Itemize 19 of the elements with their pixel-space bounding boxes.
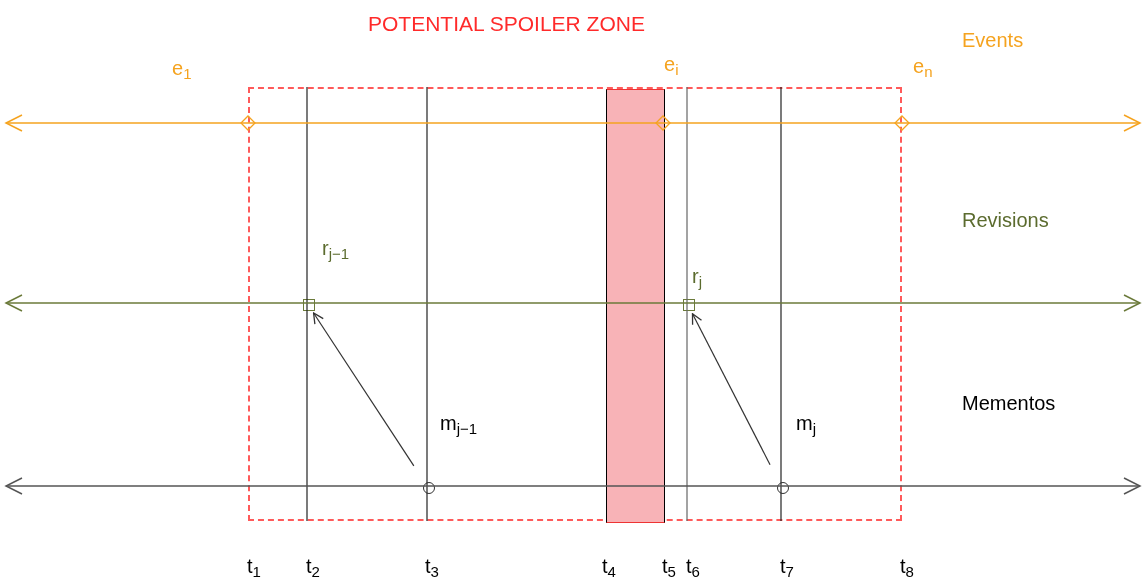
diagram-title: POTENTIAL SPOILER ZONE <box>368 11 645 37</box>
highlight-band <box>606 89 665 523</box>
point-label: e$_{1}$ <box>172 58 192 78</box>
point-label: e$_{i}$ <box>664 54 679 74</box>
point-label: t$_{1}$ <box>247 556 261 576</box>
spoiler-zone-box <box>248 87 902 521</box>
track-label: Revisions <box>962 210 1049 230</box>
point-label: t$_{4}$ <box>602 556 616 576</box>
point-label: e$_{n}$ <box>913 56 933 76</box>
arrow <box>312 312 415 467</box>
point-label: t$_{8}$ <box>900 556 914 576</box>
track-label: Mementos <box>962 393 1056 413</box>
track-label: Events <box>962 30 1024 50</box>
point-label: t$_{3}$ <box>425 556 439 576</box>
point-label: t$_{6}$ <box>686 556 700 576</box>
arrow <box>691 313 771 466</box>
point-label: t$_{2}$ <box>306 556 320 576</box>
point-label: t$_{5}$ <box>662 556 676 576</box>
point-label: t$_{7}$ <box>780 556 794 576</box>
